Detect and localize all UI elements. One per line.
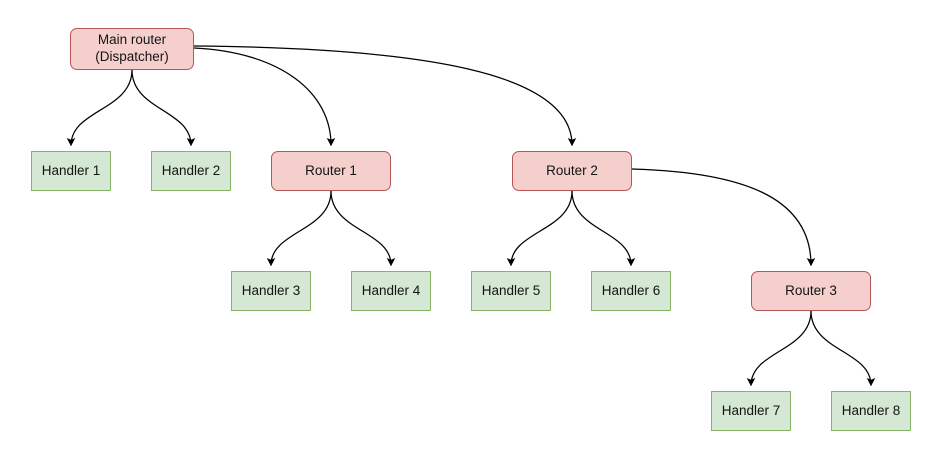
node-label: Main router (Dispatcher) xyxy=(95,32,169,64)
node-label: Handler 8 xyxy=(841,402,901,418)
edge-router-2-to-router-3 xyxy=(631,168,816,267)
node-router-1[interactable]: Router 1 xyxy=(271,151,391,191)
edge-router-2-to-handler-5 xyxy=(506,190,573,267)
node-handler-2[interactable]: Handler 2 xyxy=(151,151,231,191)
node-main-router[interactable]: Main router (Dispatcher) xyxy=(70,28,194,70)
node-label: Handler 7 xyxy=(721,402,781,418)
node-router-2[interactable]: Router 2 xyxy=(512,151,632,191)
node-handler-7[interactable]: Handler 7 xyxy=(711,391,791,431)
edge-group xyxy=(66,45,876,387)
edge-router-3-to-handler-8 xyxy=(810,310,876,387)
node-handler-1[interactable]: Handler 1 xyxy=(31,151,111,191)
node-label: Handler 1 xyxy=(41,162,101,178)
node-handler-6[interactable]: Handler 6 xyxy=(591,271,671,311)
node-handler-5[interactable]: Handler 5 xyxy=(471,271,551,311)
edge-main-to-handler-1 xyxy=(66,69,133,147)
node-handler-4[interactable]: Handler 4 xyxy=(351,271,431,311)
node-label: Handler 5 xyxy=(481,282,541,298)
node-handler-3[interactable]: Handler 3 xyxy=(231,271,311,311)
node-handler-8[interactable]: Handler 8 xyxy=(831,391,911,431)
edge-main-to-handler-2 xyxy=(131,69,196,147)
node-router-3[interactable]: Router 3 xyxy=(751,271,871,311)
edge-router-1-to-handler-4 xyxy=(330,190,396,267)
node-label: Router 3 xyxy=(785,282,837,298)
node-label: Router 2 xyxy=(546,162,598,178)
node-label: Handler 6 xyxy=(601,282,661,298)
edge-main-to-router-1 xyxy=(193,47,336,147)
node-label: Router 1 xyxy=(305,162,357,178)
edge-router-3-to-handler-7 xyxy=(746,310,812,387)
node-label: Handler 3 xyxy=(241,282,301,298)
node-label: Handler 4 xyxy=(361,282,421,298)
node-label: Handler 2 xyxy=(161,162,221,178)
edge-main-to-router-2 xyxy=(193,45,577,147)
edge-router-2-to-handler-6 xyxy=(571,190,636,267)
edge-router-1-to-handler-3 xyxy=(266,190,332,267)
